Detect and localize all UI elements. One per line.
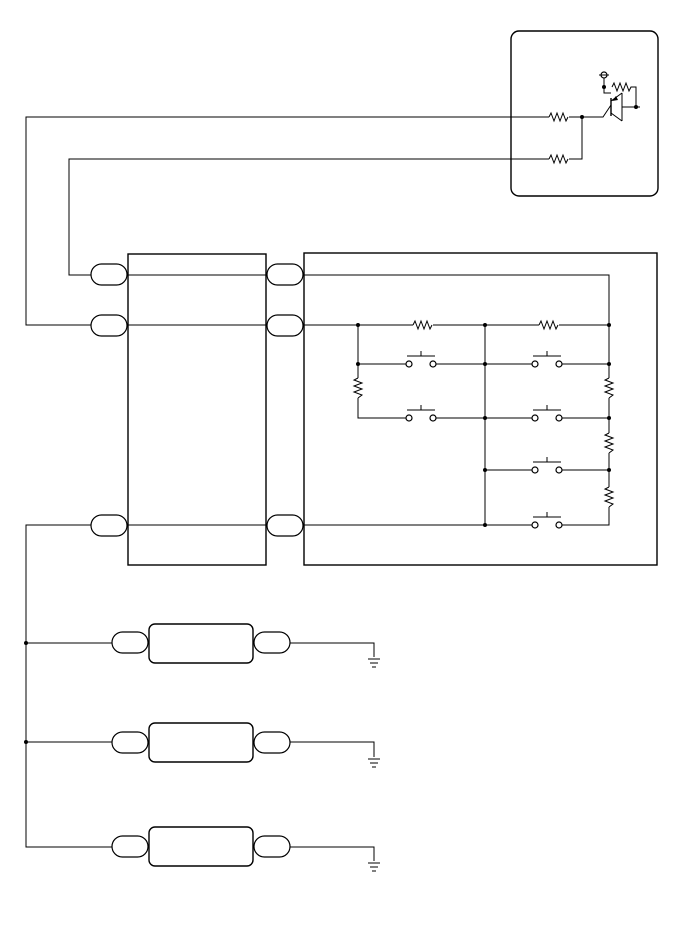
push-switch — [531, 457, 563, 474]
inline-component — [148, 722, 254, 763]
connector — [90, 263, 128, 286]
connector — [266, 314, 304, 337]
connector — [90, 314, 128, 337]
ground-icon — [368, 658, 380, 668]
connector — [111, 835, 149, 858]
connector — [111, 731, 149, 754]
push-switch — [531, 351, 563, 368]
ground-lead — [111, 623, 380, 668]
harness-connectors-left — [90, 263, 128, 537]
push-switch — [405, 405, 437, 422]
junction-dots — [356, 323, 611, 527]
connector — [266, 263, 304, 286]
control-unit — [510, 30, 659, 197]
push-switch — [405, 351, 437, 368]
switch-assembly-enclosure — [303, 252, 658, 566]
connector — [266, 514, 304, 537]
junction-dot — [24, 740, 28, 744]
wire — [68, 158, 549, 276]
resistor — [603, 377, 615, 399]
wire — [603, 78, 611, 94]
resistor — [603, 432, 615, 454]
connector — [253, 731, 291, 754]
wire — [25, 524, 112, 848]
resistor — [603, 486, 615, 508]
wire — [128, 274, 266, 526]
resistor — [412, 319, 433, 331]
connector — [111, 631, 149, 654]
switch-assembly — [303, 252, 658, 566]
connector — [90, 514, 128, 537]
wire — [569, 104, 612, 160]
push-switch — [531, 405, 563, 422]
connector — [253, 835, 291, 858]
wire — [26, 642, 112, 743]
ground-icon — [368, 758, 380, 768]
wire — [303, 274, 610, 325]
harness-connectors-right — [266, 263, 304, 537]
connector — [253, 631, 291, 654]
resistor — [548, 111, 569, 123]
junction-dot — [24, 641, 28, 645]
control-unit-enclosure — [510, 30, 659, 197]
wire — [25, 116, 549, 326]
resistor — [548, 153, 569, 165]
pnp-transistor-symbol — [610, 92, 640, 122]
wire — [357, 325, 406, 419]
resistor — [538, 319, 559, 331]
inline-component — [148, 826, 254, 867]
ground-icon — [368, 862, 380, 872]
wire — [436, 325, 609, 525]
junction-dot — [580, 115, 584, 119]
ground-lead — [111, 826, 380, 872]
push-switch — [531, 512, 563, 529]
ground-lead — [111, 722, 380, 768]
inline-component — [148, 623, 254, 664]
wire — [303, 324, 610, 526]
resistor — [352, 377, 364, 399]
harness-enclosure — [127, 253, 267, 566]
resistor — [611, 81, 637, 107]
junction-dot — [602, 85, 606, 89]
